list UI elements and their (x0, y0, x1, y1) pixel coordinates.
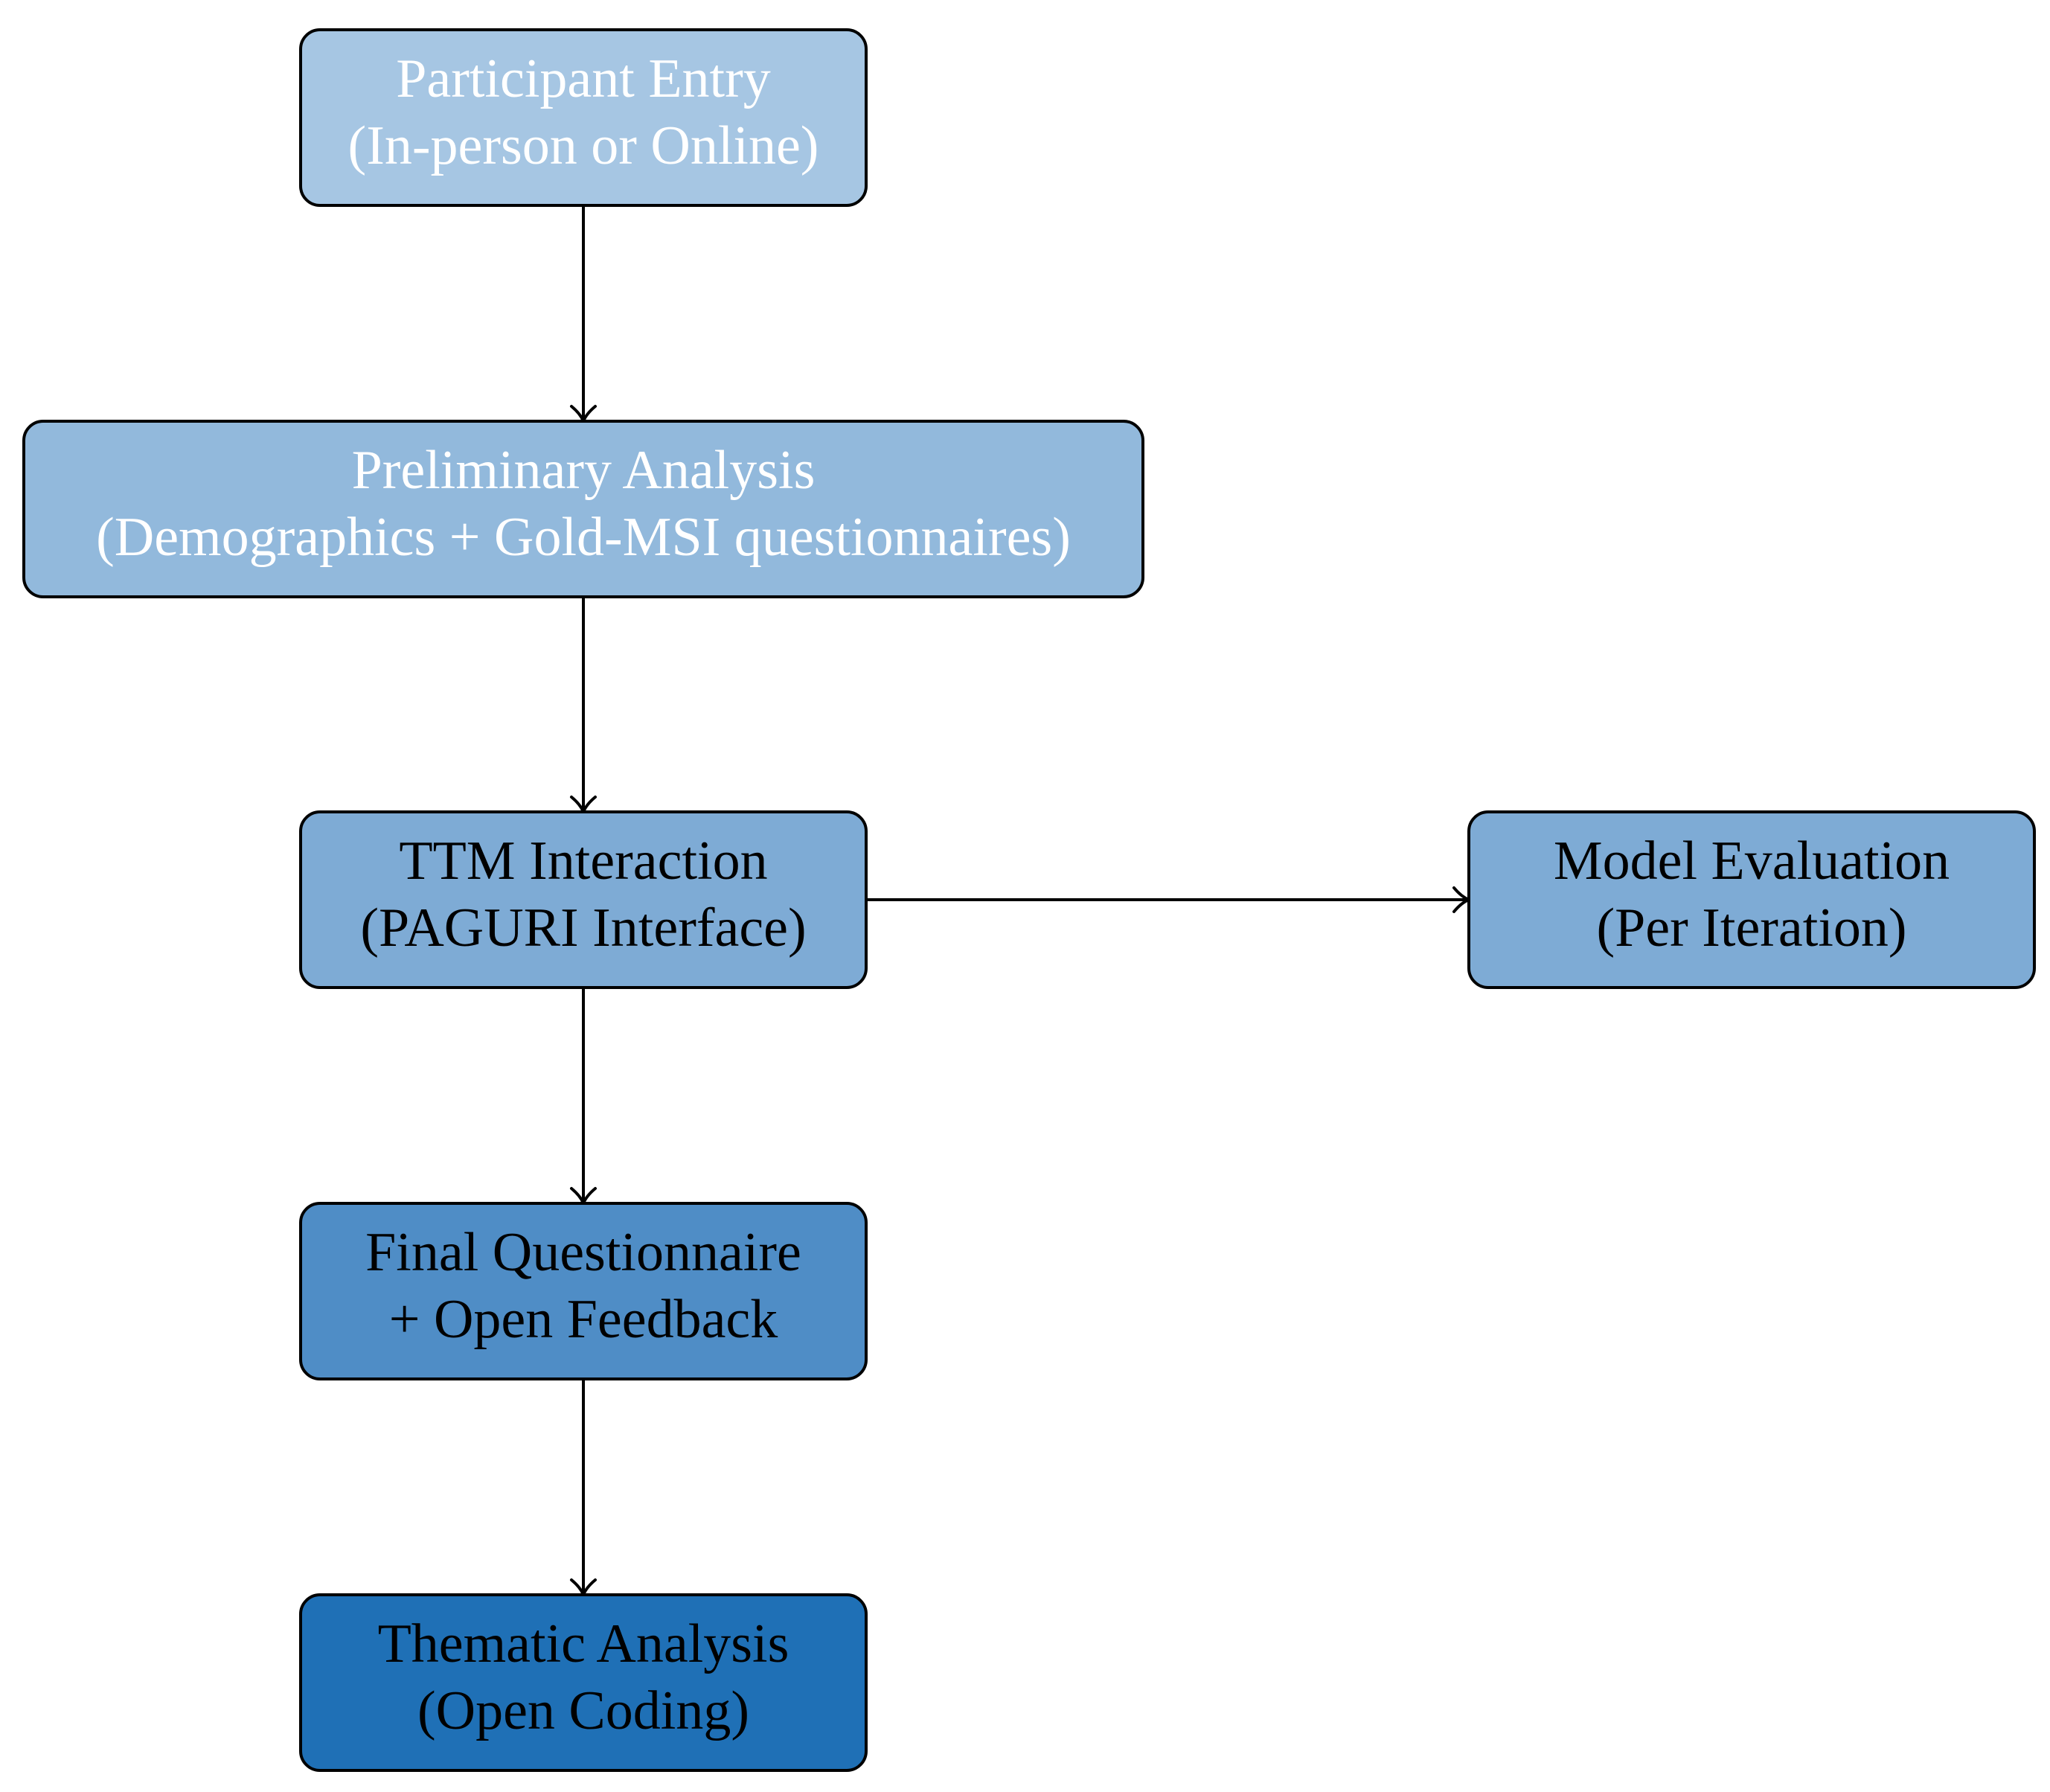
edge-preliminary-analysis-to-ttm-interaction (570, 597, 597, 813)
thematic-analysis-label-line-0: Thematic Analysis (378, 1613, 789, 1674)
model-evaluation-label-line-1: (Per Iteration) (1596, 897, 1906, 959)
edge-final-questionnaire-to-thematic-analysis (570, 1379, 597, 1596)
thematic-analysis-box (299, 1593, 868, 1772)
ttm-interaction-label-line-1: (PAGURI Interface) (360, 897, 806, 959)
node-ttm-interaction: TTM Interaction(PAGURI Interface) (299, 810, 868, 989)
model-evaluation-box (1467, 810, 2036, 989)
preliminary-analysis-box (22, 420, 1144, 598)
participant-entry-label-line-1: (In-person or Online) (348, 115, 819, 176)
participant-entry-label-line-0: Participant Entry (396, 48, 770, 109)
node-thematic-analysis: Thematic Analysis(Open Coding) (299, 1593, 868, 1772)
edge-participant-entry-to-preliminary-analysis (570, 205, 597, 423)
participant-entry-box (299, 28, 868, 207)
model-evaluation-label-line-0: Model Evaluation (1554, 831, 1950, 892)
ttm-interaction-box (299, 810, 868, 989)
node-model-evaluation: Model Evaluation(Per Iteration) (1467, 810, 2036, 989)
edge-ttm-interaction-to-final-questionnaire (570, 988, 597, 1205)
node-final-questionnaire: Final Questionnaire+ Open Feedback (299, 1202, 868, 1380)
preliminary-analysis-label-line-0: Preliminary Analysis (352, 440, 816, 501)
edge-ttm-interaction-to-model-evaluation (866, 886, 1470, 913)
nodes-layer: Participant Entry(In-person or Online) Pr… (22, 28, 2036, 1772)
final-questionnaire-box (299, 1202, 868, 1380)
node-participant-entry: Participant Entry(In-person or Online) (299, 28, 868, 207)
final-questionnaire-label-line-0: Final Questionnaire (365, 1222, 801, 1283)
preliminary-analysis-label-line-1: (Demographics + Gold-MSI questionnaires) (96, 507, 1071, 568)
thematic-analysis-label-line-1: (Open Coding) (417, 1680, 749, 1741)
ttm-interaction-label-line-0: TTM Interaction (399, 831, 767, 892)
final-questionnaire-label-line-1: + Open Feedback (389, 1289, 778, 1350)
node-preliminary-analysis: Preliminary Analysis(Demographics + Gold… (22, 420, 1144, 598)
edges-layer (570, 205, 1470, 1596)
